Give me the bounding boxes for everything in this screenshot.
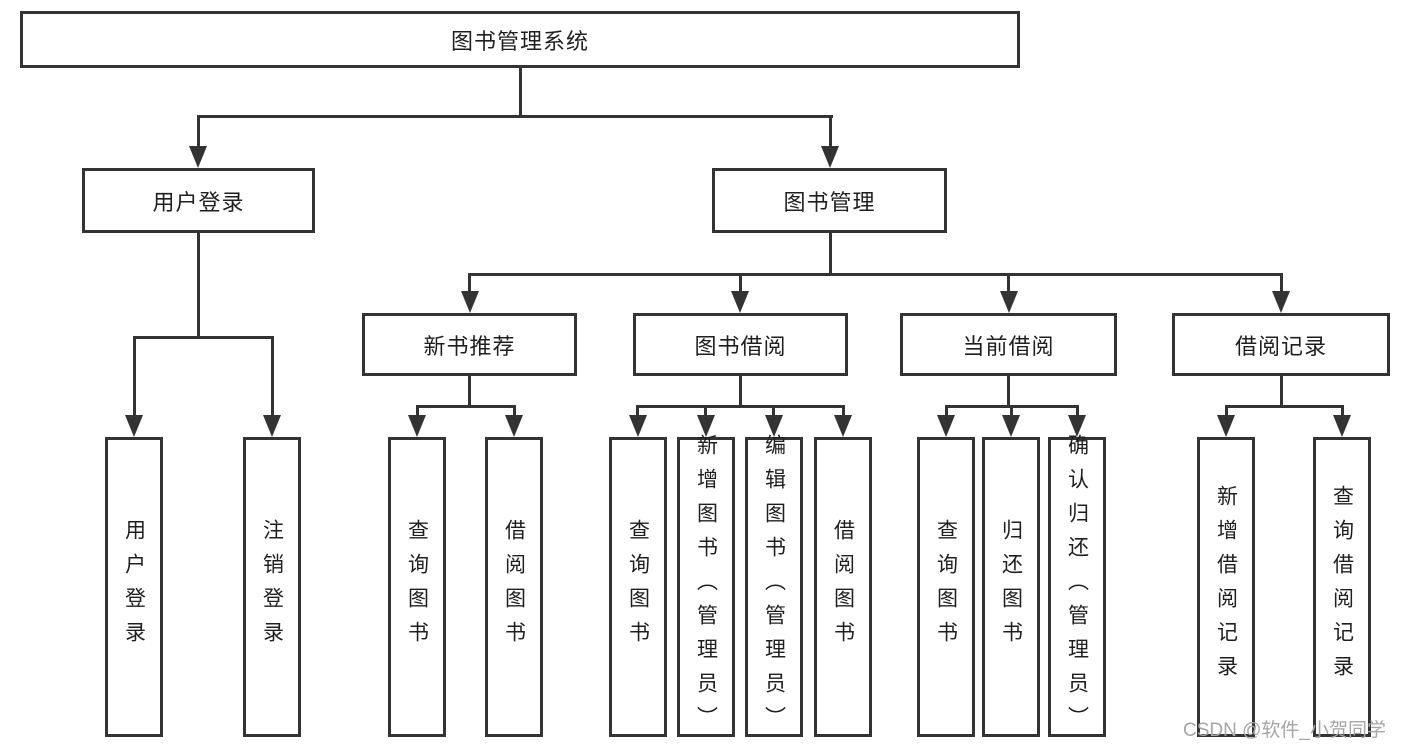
leaf-label: 借阅图书 bbox=[831, 519, 855, 655]
leaf-label: 借阅图书 bbox=[502, 519, 526, 655]
arrow-down-icon bbox=[1000, 291, 1018, 313]
node-current-borrowing: 当前借阅 bbox=[900, 313, 1117, 376]
arrow-down-icon bbox=[263, 415, 281, 437]
leaf-label: 用户登录 bbox=[122, 519, 146, 655]
connector-to-user-login bbox=[197, 115, 200, 147]
leaf-query-books-recommend: 查询图书 bbox=[388, 437, 446, 737]
connector-to-leaf bbox=[842, 405, 845, 417]
arrow-down-icon bbox=[1333, 415, 1351, 437]
connector-to-current-borrowing bbox=[1007, 273, 1010, 293]
connector-current-borrowing-stub bbox=[1007, 376, 1010, 407]
leaf-label: 查询图书 bbox=[405, 519, 429, 655]
connector-to-leaf bbox=[1341, 405, 1344, 417]
connector-to-leaf-logout bbox=[271, 336, 274, 416]
leaf-query-borrow-record: 查询借阅记录 bbox=[1313, 437, 1371, 737]
connector-to-leaf bbox=[416, 405, 419, 417]
arrow-down-icon bbox=[505, 415, 523, 437]
connector-to-leaf bbox=[704, 405, 707, 417]
node-label: 用户登录 bbox=[152, 189, 245, 215]
arrow-down-icon bbox=[697, 415, 715, 437]
connector-to-leaf bbox=[1225, 405, 1228, 417]
connector-to-leaf bbox=[636, 405, 639, 417]
node-book-management: 图书管理 bbox=[712, 168, 947, 233]
node-book-borrowing: 图书借阅 bbox=[633, 313, 848, 376]
arrow-down-icon bbox=[834, 415, 852, 437]
connector-to-leaf bbox=[1076, 405, 1079, 417]
node-borrowing-records: 借阅记录 bbox=[1172, 313, 1390, 376]
arrow-down-icon bbox=[821, 146, 839, 168]
leaf-label: 归还图书 bbox=[999, 519, 1023, 655]
arrow-down-icon bbox=[1217, 415, 1235, 437]
connector-branch-new-book bbox=[416, 405, 516, 408]
leaf-query-books-current: 查询图书 bbox=[917, 437, 975, 737]
connector-to-borrowing-records bbox=[1280, 273, 1283, 293]
connector-to-leaf-user-login bbox=[133, 336, 136, 416]
leaf-borrow-books: 借阅图书 bbox=[814, 437, 872, 737]
node-root-library-system: 图书管理系统 bbox=[20, 11, 1020, 68]
arrow-down-icon bbox=[189, 146, 207, 168]
arrow-down-icon bbox=[629, 415, 647, 437]
connector-to-book-borrowing bbox=[739, 273, 742, 293]
connector-branch-level2 bbox=[197, 115, 833, 118]
node-label: 当前借阅 bbox=[962, 333, 1055, 359]
leaf-confirm-return-admin: 确认归还（管理员） bbox=[1048, 434, 1106, 740]
connector-book-management-stub bbox=[829, 233, 832, 275]
node-label: 图书管理 bbox=[783, 189, 876, 215]
leaf-edit-books-admin: 编辑图书（管理员） bbox=[745, 434, 803, 740]
watermark: CSDN @软件_小贺同学 bbox=[1183, 720, 1386, 741]
leaf-add-books-admin: 新增图书（管理员） bbox=[677, 434, 735, 740]
arrow-down-icon bbox=[1068, 415, 1086, 437]
arrow-down-icon bbox=[937, 415, 955, 437]
connector-branch-book-borrowing bbox=[637, 405, 845, 408]
node-label: 新书推荐 bbox=[423, 333, 516, 359]
leaf-label: 新增图书（管理员） bbox=[694, 434, 718, 740]
node-label: 图书借阅 bbox=[694, 333, 787, 359]
leaf-label: 查询图书 bbox=[934, 519, 958, 655]
leaf-return-books: 归还图书 bbox=[982, 437, 1040, 737]
connector-borrowing-records-stub bbox=[1280, 376, 1283, 407]
node-label: 借阅记录 bbox=[1234, 333, 1327, 359]
leaf-logout: 注销登录 bbox=[243, 437, 301, 737]
leaf-add-borrow-record: 新增借阅记录 bbox=[1197, 437, 1255, 737]
connector-to-leaf bbox=[1010, 405, 1013, 417]
arrow-down-icon bbox=[125, 415, 143, 437]
connector-branch-borrowing-records bbox=[1225, 405, 1343, 408]
leaf-borrow-books-recommend: 借阅图书 bbox=[485, 437, 543, 737]
node-user-login: 用户登录 bbox=[82, 168, 315, 233]
leaf-user-login: 用户登录 bbox=[105, 437, 163, 737]
connector-root-stub bbox=[519, 68, 522, 117]
connector-to-leaf bbox=[772, 405, 775, 417]
connector-branch-user-login bbox=[133, 336, 274, 339]
connector-book-borrowing-stub bbox=[739, 376, 742, 407]
leaf-label: 注销登录 bbox=[260, 519, 284, 655]
leaf-label: 查询图书 bbox=[626, 519, 650, 655]
arrow-down-icon bbox=[1272, 291, 1290, 313]
arrow-down-icon bbox=[731, 291, 749, 313]
arrow-down-icon bbox=[461, 291, 479, 313]
node-label: 图书管理系统 bbox=[450, 28, 589, 54]
leaf-label: 新增借阅记录 bbox=[1214, 485, 1238, 689]
leaf-label: 查询借阅记录 bbox=[1330, 485, 1354, 689]
arrow-down-icon bbox=[408, 415, 426, 437]
connector-user-login-stub bbox=[197, 233, 200, 338]
leaf-query-books-borrow: 查询图书 bbox=[609, 437, 667, 737]
connector-to-book-management bbox=[829, 115, 832, 147]
connector-to-leaf bbox=[513, 405, 516, 417]
connector-to-new-book bbox=[468, 273, 471, 293]
connector-branch-level3 bbox=[469, 273, 1283, 276]
arrow-down-icon bbox=[765, 415, 783, 437]
node-new-book-recommend: 新书推荐 bbox=[362, 313, 577, 376]
connector-to-leaf bbox=[945, 405, 948, 417]
leaf-label: 编辑图书（管理员） bbox=[762, 434, 786, 740]
arrow-down-icon bbox=[1002, 415, 1020, 437]
connector-new-book-stub bbox=[468, 376, 471, 407]
leaf-label: 确认归还（管理员） bbox=[1065, 434, 1089, 740]
